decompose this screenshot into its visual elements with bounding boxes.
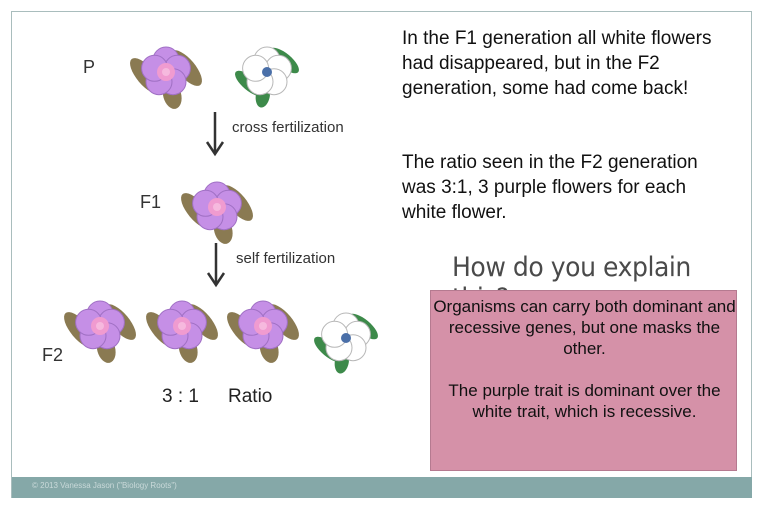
f2-purple-flower-3 xyxy=(221,298,305,366)
explanation-text-2: The purple trait is dominant over the wh… xyxy=(448,381,721,421)
explanation-box: Organisms can carry both dominant and re… xyxy=(430,290,737,471)
self-fertilization-arrow xyxy=(206,241,226,287)
self-fertilization-label: self fertilization xyxy=(236,250,336,267)
ratio-paragraph: The ratio seen in the F2 generation was … xyxy=(402,152,698,223)
parent-purple-flower xyxy=(124,44,208,112)
ratio-value: 3 : 1 xyxy=(162,386,199,407)
footer-bar xyxy=(12,477,752,498)
f2-purple-flower-1 xyxy=(58,298,142,366)
ratio-word: Ratio xyxy=(228,386,273,407)
f1-purple-flower xyxy=(175,179,259,247)
f1-label: F1 xyxy=(140,192,162,212)
f2-white-flower xyxy=(309,309,383,376)
observation-paragraph: In the F1 generation all white flowers h… xyxy=(402,28,712,99)
parent-white-flower xyxy=(230,43,304,110)
cross-fertilization-arrow xyxy=(205,110,225,156)
f2-purple-flower-2 xyxy=(140,298,224,366)
f2-label: F2 xyxy=(42,345,64,365)
explanation-text-1: Organisms can carry both dominant and re… xyxy=(433,297,736,358)
cross-fertilization-label: cross fertilization xyxy=(232,119,344,136)
parental-label: P xyxy=(83,57,96,77)
footer-credit: © 2013 Vanessa Jason ("Biology Roots") xyxy=(32,481,177,490)
